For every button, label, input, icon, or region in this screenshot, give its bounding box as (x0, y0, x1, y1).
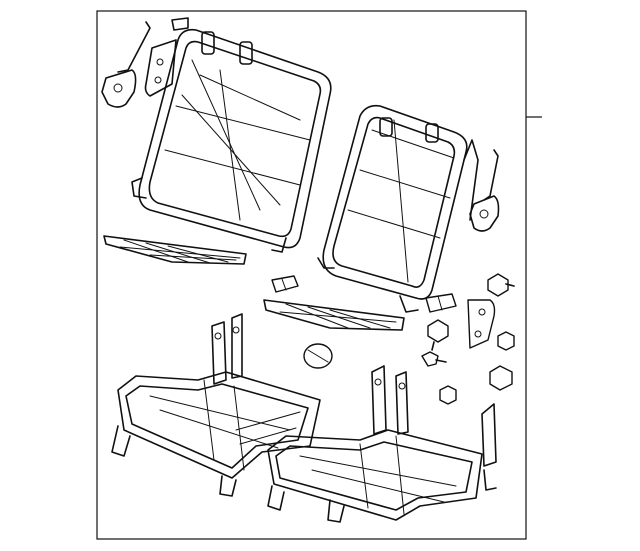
left-back-panel-mesh (103, 235, 247, 265)
seat-cushion-frame (111, 313, 497, 523)
trim-cap-right (425, 293, 457, 313)
center-panel-mesh (263, 299, 405, 331)
bolt (439, 385, 457, 405)
mounting-bracket (467, 299, 496, 349)
knob (303, 343, 333, 369)
bolt (487, 273, 515, 297)
diagram-border (96, 10, 527, 540)
right-seatback-frame (317, 104, 468, 313)
bolt (497, 331, 515, 351)
bolt (489, 365, 513, 391)
bolt (421, 351, 447, 367)
trim-cap-left (271, 275, 299, 293)
right-recliner-lever (463, 139, 500, 232)
bolt (427, 319, 449, 351)
left-recliner-lever (101, 17, 189, 108)
left-seatback-frame (131, 28, 332, 253)
